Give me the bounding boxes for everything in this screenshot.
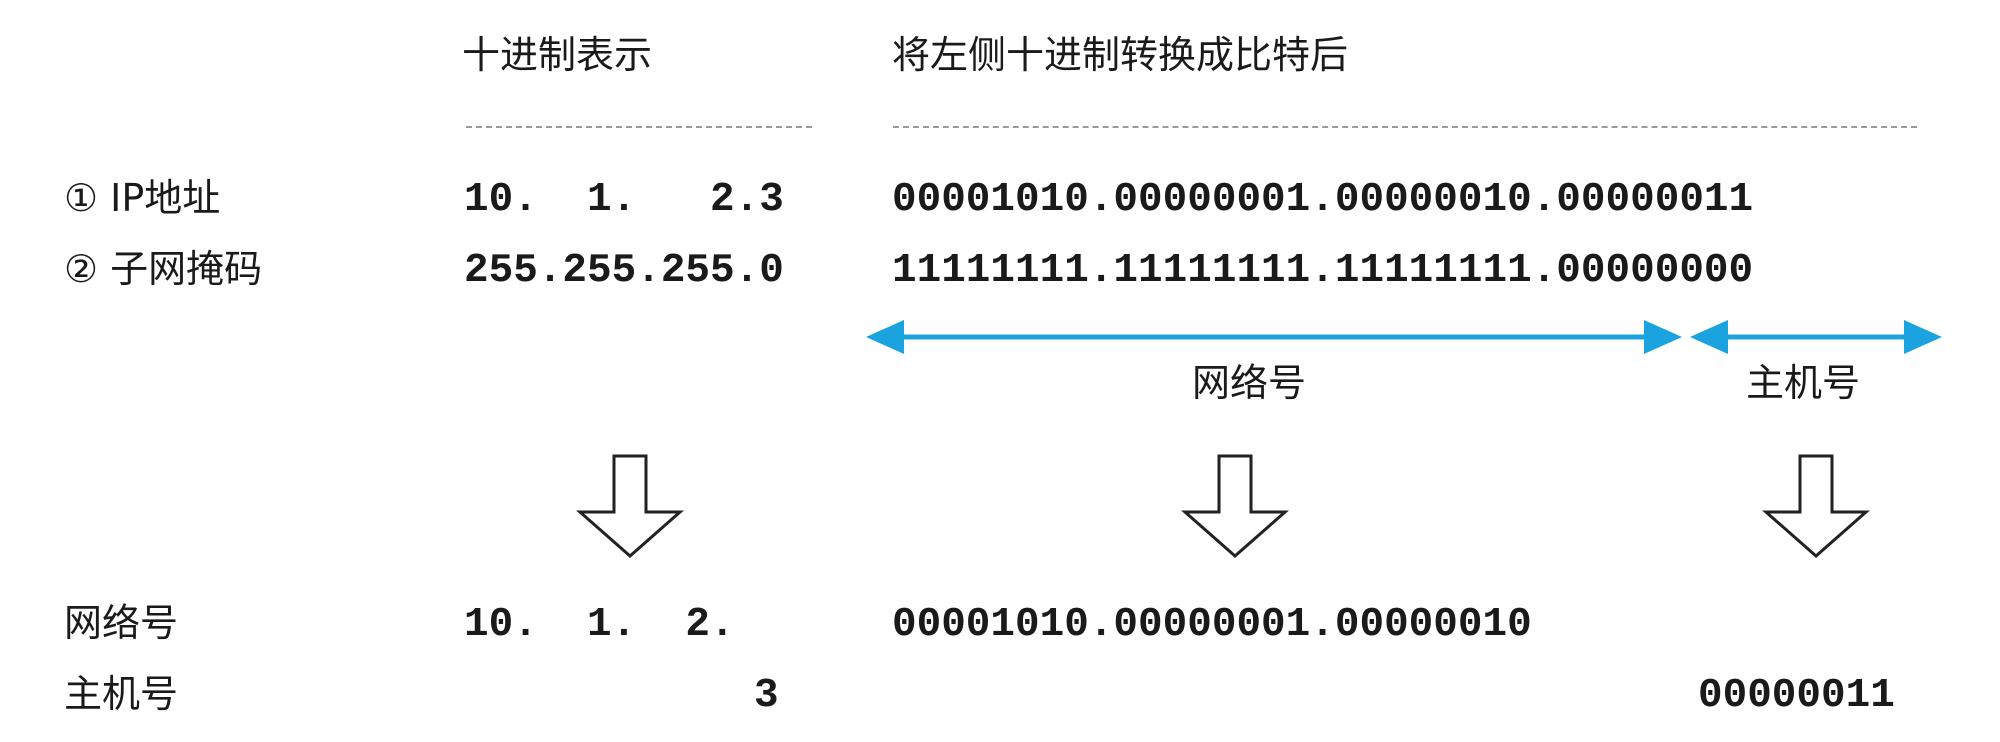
- header-decimal-divider: [466, 126, 812, 128]
- down-arrow-icon-host: [1762, 454, 1870, 558]
- result-host-label: 主机号: [64, 672, 179, 716]
- down-arrow-icon-decimal: [576, 454, 684, 558]
- result-host-decimal: 3: [754, 673, 779, 719]
- subnet-mask-decimal: 255.255.255.0: [464, 248, 784, 294]
- host-double-arrow-icon: [1690, 320, 1942, 354]
- header-binary-divider: [893, 126, 1917, 128]
- result-host-binary: 00000011: [1698, 673, 1895, 719]
- result-network-binary: 00001010.00000001.00000010: [892, 602, 1532, 648]
- subnet-mask-label: ② 子网掩码: [64, 247, 263, 291]
- header-decimal: 十进制表示: [462, 33, 653, 77]
- network-double-arrow-icon: [866, 320, 1682, 354]
- result-network-decimal: 10. 1. 2.: [464, 602, 735, 648]
- network-span-label: 网络号: [1192, 361, 1307, 405]
- ip-address-binary: 00001010.00000001.00000010.00000011: [892, 177, 1754, 223]
- host-span-label: 主机号: [1746, 361, 1861, 405]
- header-binary: 将左侧十进制转换成比特后: [892, 33, 1349, 77]
- ip-address-label: ① IP地址: [64, 176, 221, 220]
- down-arrow-icon-network: [1181, 454, 1289, 558]
- subnet-mask-binary: 11111111.11111111.11111111.00000000: [892, 248, 1754, 294]
- ip-address-decimal: 10. 1. 2.3: [464, 177, 784, 223]
- result-network-label: 网络号: [64, 601, 179, 645]
